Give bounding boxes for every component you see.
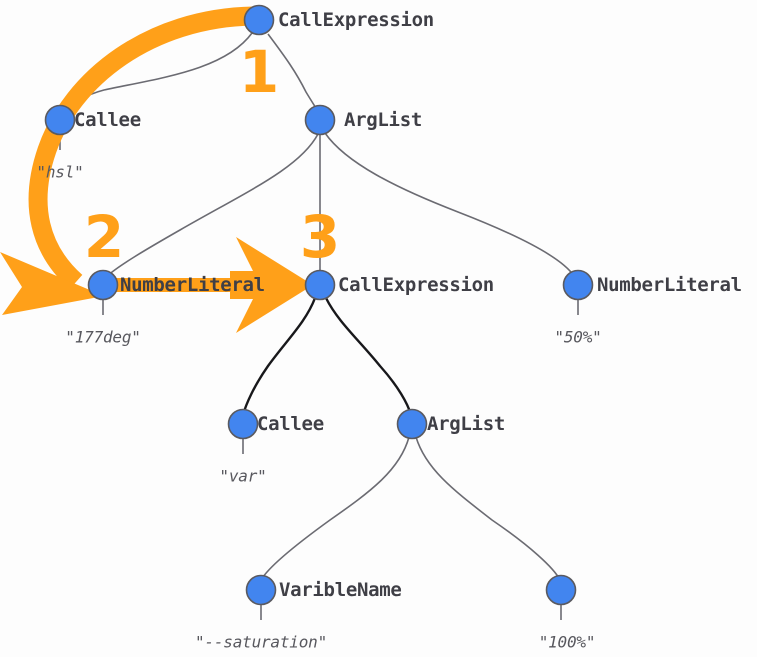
node-value-callee2: "var" xyxy=(219,466,267,486)
edge-call2-to-callee2 xyxy=(241,297,317,416)
node-circle-num50[interactable] xyxy=(562,269,594,301)
node-circle-varname[interactable] xyxy=(245,574,277,606)
node-label-callee1: Callee xyxy=(74,109,141,131)
node-circle-callee1[interactable] xyxy=(44,104,76,136)
node-label-callee2: Callee xyxy=(257,413,324,435)
node-circle-group xyxy=(44,4,594,606)
step-number-2: 2 xyxy=(83,203,125,271)
step-number-1: 1 xyxy=(238,38,280,106)
node-value-num100: "100%" xyxy=(538,632,596,652)
node-label-num50: NumberLiteral xyxy=(597,274,742,296)
step-number-3: 3 xyxy=(299,203,341,271)
edge-arglist2-to-varname xyxy=(260,436,410,581)
node-circle-callee2[interactable] xyxy=(227,408,259,440)
edge-call2-to-arglist2 xyxy=(324,297,413,416)
node-label-root: CallExpression xyxy=(278,9,434,31)
edge-arglist-to-num50 xyxy=(324,132,575,277)
node-label-arglist1: ArgList xyxy=(344,109,422,131)
node-circle-arglist1[interactable] xyxy=(304,104,336,136)
straight-arrow-number-literal-to-call-expression xyxy=(103,237,313,333)
node-circle-num177[interactable] xyxy=(87,269,119,301)
node-value-varname: "--saturation" xyxy=(194,632,328,652)
node-value-num177: "177deg" xyxy=(65,327,141,347)
node-circle-root[interactable] xyxy=(243,4,275,36)
leaf-stub-group xyxy=(59,133,579,620)
node-label-call2: CallExpression xyxy=(338,274,494,296)
edge-arglist2-to-num100 xyxy=(415,436,561,581)
edge-arglist-to-num177 xyxy=(105,133,319,278)
node-circle-call2[interactable] xyxy=(304,269,336,301)
node-value-callee1: "hsl" xyxy=(36,162,84,182)
node-label-arglist2: ArgList xyxy=(427,413,505,435)
edge-group xyxy=(61,32,575,581)
node-label-num177: NumberLiteral xyxy=(120,274,265,296)
node-value-num50: "50%" xyxy=(554,327,602,347)
curved-arrow-root-to-number-literal xyxy=(0,6,254,315)
node-circle-arglist2[interactable] xyxy=(396,408,428,440)
node-label-varname: VaribleName xyxy=(279,579,402,601)
node-circle-num100[interactable] xyxy=(545,574,577,606)
